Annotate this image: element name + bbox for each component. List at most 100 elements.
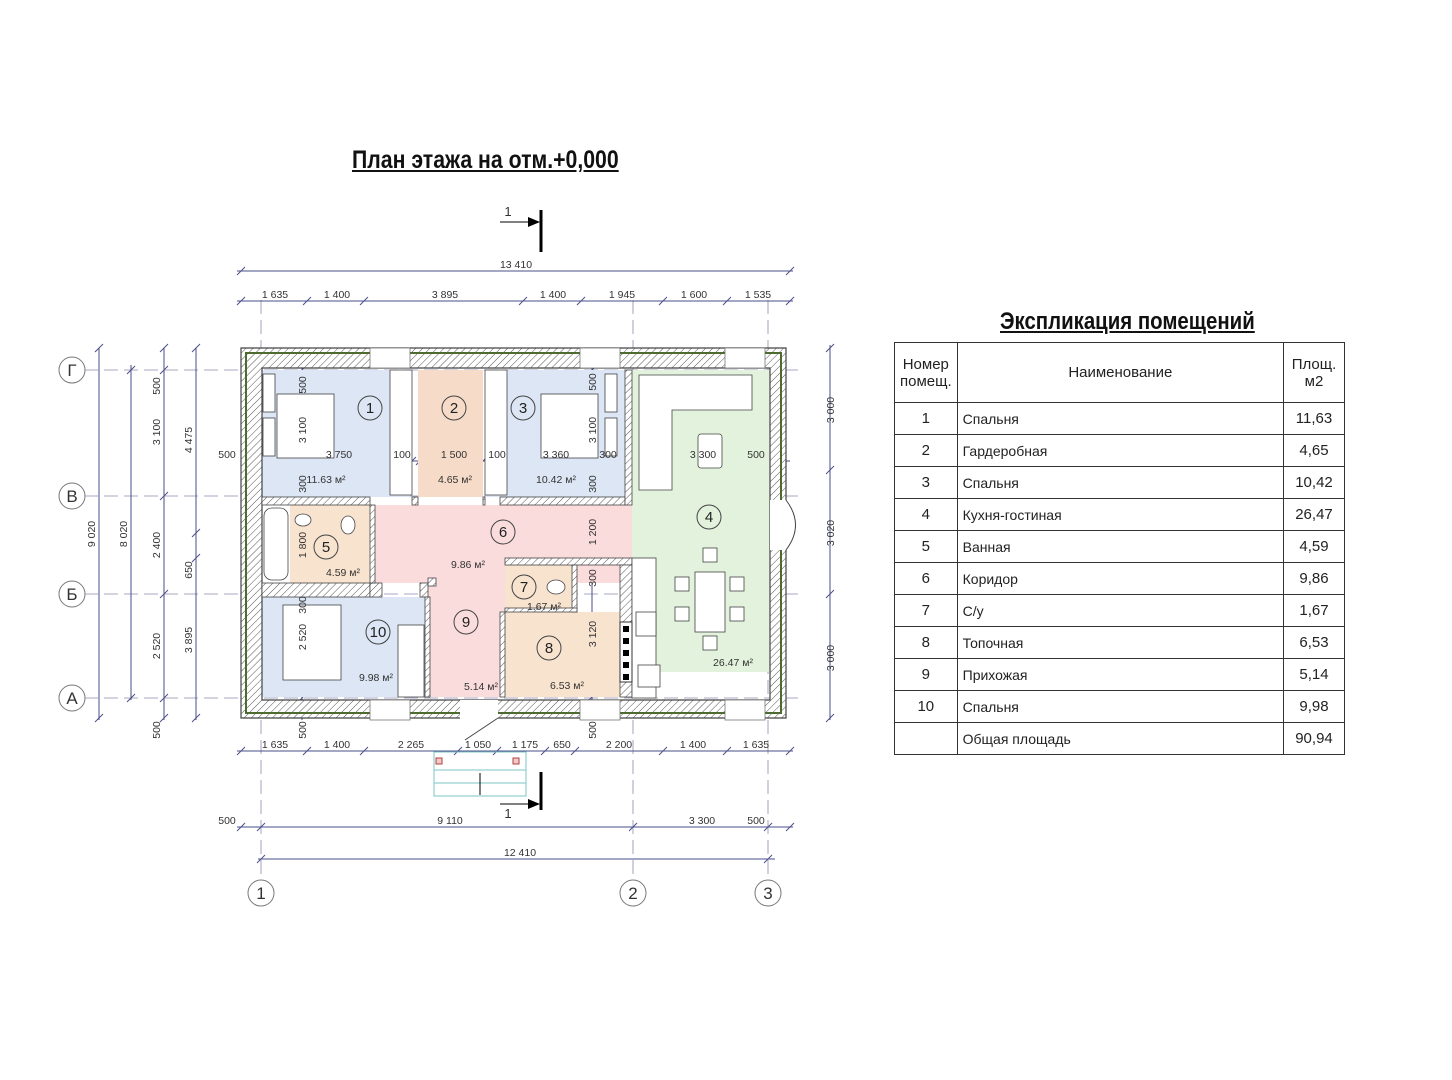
bed-icon bbox=[540, 393, 599, 459]
dimension-tick bbox=[763, 822, 773, 832]
dimension-label: 500 bbox=[747, 449, 765, 461]
interior-wall bbox=[499, 496, 626, 506]
cell-name: Коридор bbox=[956, 562, 1285, 595]
dimension-label: 4 475 bbox=[183, 427, 195, 453]
room-area: 1.67 м² bbox=[527, 601, 562, 613]
dimension-tick bbox=[570, 746, 580, 756]
kitchen-sink-icon bbox=[637, 664, 661, 688]
dimension-tick bbox=[785, 746, 795, 756]
boiler-element bbox=[623, 674, 629, 680]
dimension-tick bbox=[236, 296, 246, 306]
cell-number: 8 bbox=[894, 626, 958, 659]
dimension-label: 3 750 bbox=[326, 449, 352, 461]
room-area: 11.63 м² bbox=[306, 474, 346, 486]
cell-area: 4,59 bbox=[1283, 530, 1345, 563]
cell-name: Спальня bbox=[956, 690, 1285, 723]
section-arrowhead bbox=[528, 217, 540, 227]
door-swing bbox=[785, 499, 796, 551]
dimension-label: 1 600 bbox=[681, 289, 707, 301]
axis-bubble bbox=[619, 879, 647, 907]
axis-bubble bbox=[58, 580, 86, 608]
dimension-lines bbox=[58, 266, 835, 907]
cell-name: Спальня bbox=[956, 402, 1285, 435]
chair-icon bbox=[674, 606, 690, 622]
room-number-circle bbox=[313, 534, 339, 560]
window bbox=[369, 347, 411, 369]
dimension-label: 3 360 bbox=[543, 449, 569, 461]
axis-label: Б bbox=[66, 585, 77, 604]
room-area: 9.86 м² bbox=[451, 559, 486, 571]
dimension-tick bbox=[359, 296, 369, 306]
interior-wall bbox=[504, 557, 633, 566]
chair-icon bbox=[674, 576, 690, 592]
dimension-tick bbox=[159, 693, 169, 703]
section-label: 1 bbox=[504, 806, 511, 821]
dimension-tick bbox=[722, 296, 732, 306]
interior-wall bbox=[624, 369, 633, 506]
dimension-label: 650 bbox=[183, 561, 195, 579]
dimension-label: 2 265 bbox=[398, 739, 424, 751]
cell-area: 90,94 bbox=[1283, 722, 1345, 755]
room-area: 4.65 м² bbox=[438, 474, 473, 486]
room-number-circle bbox=[696, 504, 722, 530]
axis-label: Г bbox=[67, 361, 76, 380]
header-name: Наименование bbox=[956, 342, 1285, 403]
dimension-tick bbox=[159, 713, 169, 723]
cell-area: 9,98 bbox=[1283, 690, 1345, 723]
boiler-element bbox=[623, 662, 629, 668]
interior-wall bbox=[261, 582, 371, 598]
dimension-label: 500 bbox=[587, 373, 599, 391]
dimension-tick bbox=[518, 296, 528, 306]
dimension-tick bbox=[191, 343, 201, 353]
dimension-label: 3 100 bbox=[297, 417, 309, 443]
interior-wall bbox=[261, 496, 371, 506]
dimension-tick bbox=[359, 746, 369, 756]
dimension-label: 8 020 bbox=[118, 521, 130, 547]
cell-name: С/у bbox=[956, 594, 1285, 627]
dimension-tick bbox=[302, 746, 312, 756]
dimension-label: 1 400 bbox=[680, 739, 706, 751]
cell-name: Спальня bbox=[956, 466, 1285, 499]
dimension-label: 500 bbox=[218, 815, 236, 827]
window bbox=[579, 699, 621, 721]
dimension-tick bbox=[126, 365, 136, 375]
cell-area: 11,63 bbox=[1283, 402, 1345, 435]
header-area: Площ. м2 bbox=[1283, 342, 1345, 403]
dimension-label: 500 bbox=[747, 815, 765, 827]
dimension-label: 1 175 bbox=[512, 739, 538, 751]
sofa-icon bbox=[638, 374, 753, 491]
axis-bubble bbox=[58, 356, 86, 384]
section-arrowhead bbox=[528, 799, 540, 809]
dimension-label: 1 945 bbox=[609, 289, 635, 301]
dimension-tick bbox=[302, 296, 312, 306]
axis-label: В bbox=[66, 487, 77, 506]
dimension-label: 500 bbox=[151, 377, 163, 395]
interior-wall bbox=[369, 504, 376, 584]
dimension-label: 3 300 bbox=[689, 815, 715, 827]
chair-icon bbox=[729, 576, 745, 592]
walls bbox=[240, 347, 796, 741]
dimension-tick bbox=[236, 266, 246, 276]
dimension-label: 2 200 bbox=[606, 739, 632, 751]
dimension-tick bbox=[492, 746, 502, 756]
cell-area: 1,67 bbox=[1283, 594, 1345, 627]
cell-name: Топочная bbox=[956, 626, 1285, 659]
dimension-label: 1 800 bbox=[297, 532, 309, 558]
dimension-label: 2 520 bbox=[297, 624, 309, 650]
dimension-label: 9 110 bbox=[437, 815, 463, 827]
window bbox=[369, 699, 411, 721]
room-number-circle bbox=[441, 395, 467, 421]
cell-area: 6,53 bbox=[1283, 626, 1345, 659]
coffee-table-icon bbox=[697, 433, 723, 469]
dimension-tick bbox=[236, 746, 246, 756]
dimension-tick bbox=[453, 746, 463, 756]
room-number: 7 bbox=[520, 579, 528, 596]
cell-number: 5 bbox=[894, 530, 958, 563]
